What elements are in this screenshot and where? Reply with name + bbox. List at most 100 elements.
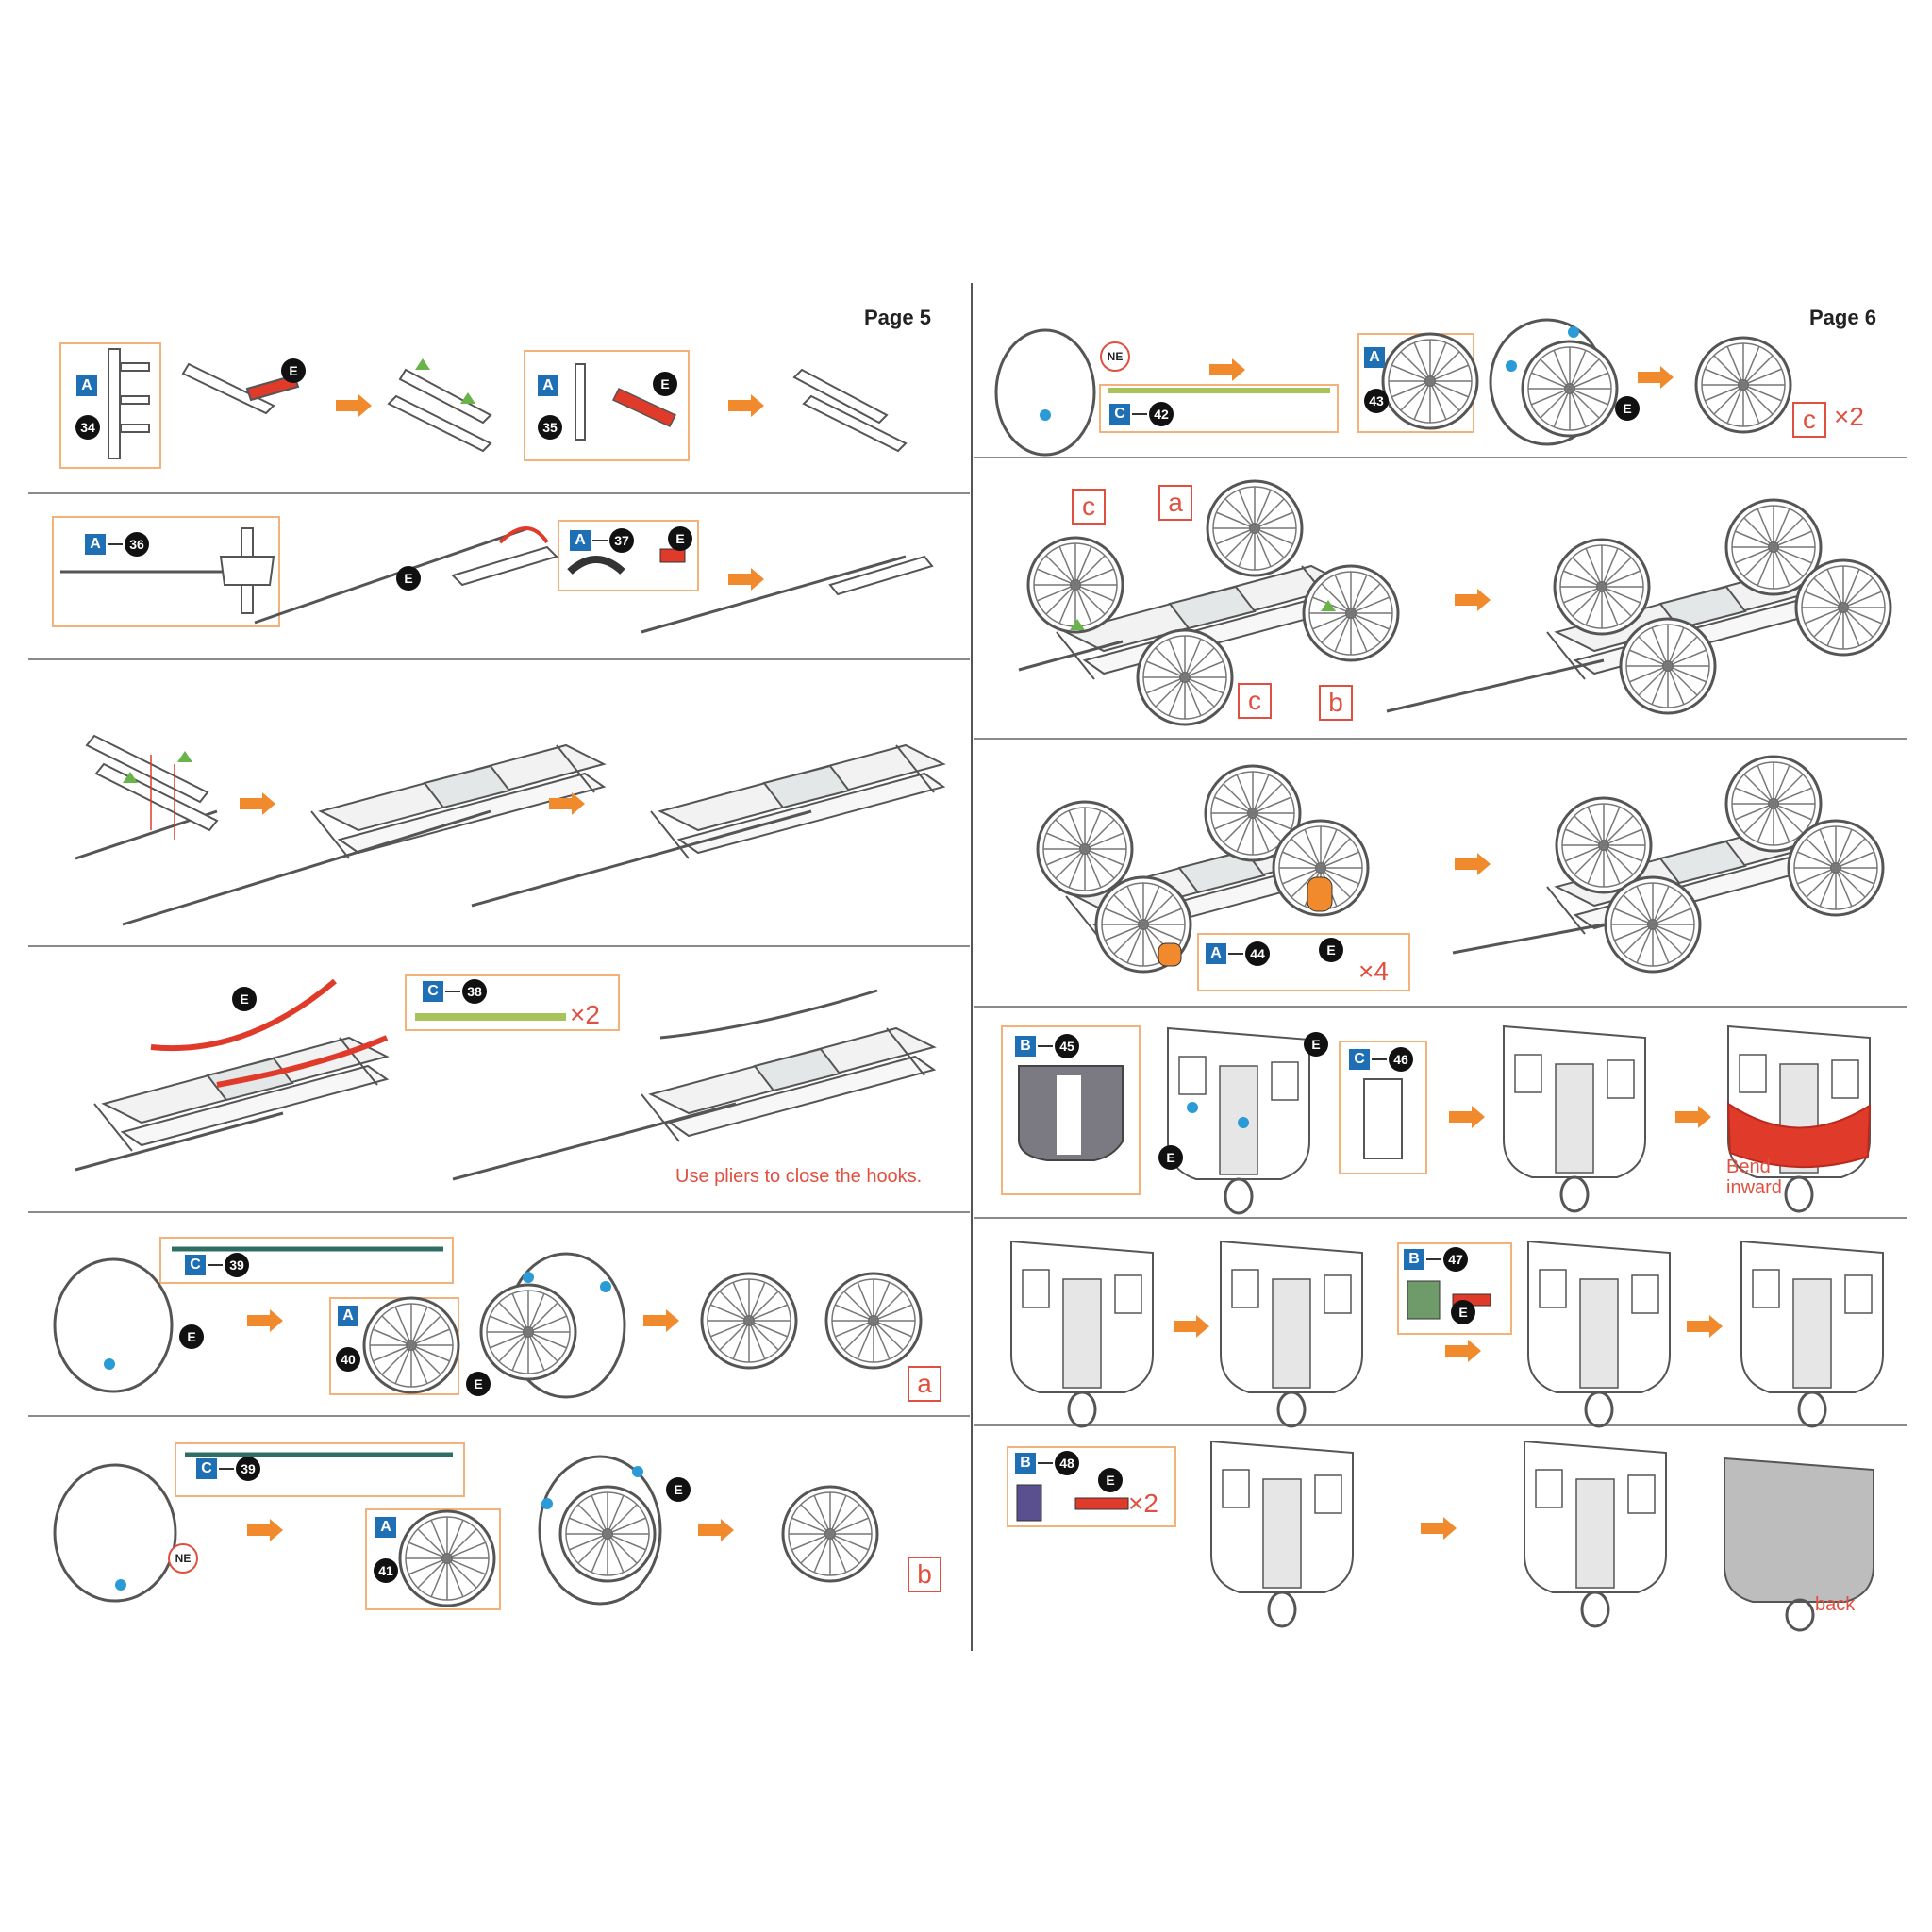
ne-badge: NE <box>1100 341 1130 372</box>
part-sheet-C-badge: C <box>1109 404 1130 425</box>
step-number-38: 38 <box>462 979 487 1004</box>
orange-arrow-icon <box>247 1309 283 1332</box>
label-dash <box>1038 1462 1053 1464</box>
part-sheet-A-badge: A <box>85 534 106 555</box>
step-number-45: 45 <box>1055 1034 1079 1058</box>
sheet-E-badge: E <box>668 526 692 551</box>
pliers-note: Use pliers to close the hooks. <box>675 1166 923 1187</box>
step-divider <box>28 1415 970 1417</box>
orange-arrow-icon <box>1449 1106 1485 1128</box>
step-number-36: 36 <box>125 532 149 557</box>
step-number-35: 35 <box>538 415 562 440</box>
orange-arrow-icon <box>1174 1315 1209 1338</box>
ne-badge: NE <box>168 1543 198 1574</box>
part-sheet-A-badge: A <box>338 1306 358 1326</box>
back-note: back <box>1815 1594 1856 1615</box>
sheet-E-badge: E <box>396 566 421 591</box>
wheel-tag-a: a <box>1158 485 1192 521</box>
step-number-44: 44 <box>1245 941 1270 966</box>
quantity-x2: ×2 <box>570 1000 600 1029</box>
sheet-E-badge: E <box>466 1372 491 1396</box>
orange-arrow-icon <box>1445 1340 1481 1362</box>
part-sheet-C-badge: C <box>196 1458 217 1479</box>
orange-arrow-icon <box>1638 366 1674 389</box>
label-dash <box>445 991 460 992</box>
part-sheet-A-badge: A <box>1206 943 1226 964</box>
sheet-E-badge: E <box>1098 1468 1123 1492</box>
part-sheet-A-badge: A <box>538 375 558 396</box>
orange-arrow-icon <box>1455 589 1491 611</box>
step-divider <box>974 1006 1907 1008</box>
label-dash <box>208 1264 223 1266</box>
page-label-5: Page 5 <box>864 306 931 329</box>
part-sheet-A-badge: A <box>570 530 591 551</box>
sheet-E-badge: E <box>1319 938 1343 962</box>
orange-arrow-icon <box>728 394 764 417</box>
label-dash <box>1228 953 1243 955</box>
orange-arrow-icon <box>1455 853 1491 875</box>
page-divider <box>971 283 973 1651</box>
step-divider <box>28 1211 970 1213</box>
quantity-x2: ×2 <box>1834 402 1864 431</box>
sheet-E-badge: E <box>179 1324 204 1349</box>
sheet-E-badge: E <box>1451 1300 1475 1324</box>
step-divider <box>974 1217 1907 1219</box>
wheel-tag-c: c <box>1238 683 1272 719</box>
orange-arrow-icon <box>247 1519 283 1541</box>
orange-arrow-icon <box>728 568 764 591</box>
step-number-43: 43 <box>1364 389 1389 413</box>
part-sheet-B-badge: B <box>1404 1249 1424 1270</box>
sheet-E-badge: E <box>281 358 306 383</box>
part-sheet-A-badge: A <box>76 375 97 396</box>
step-divider <box>28 945 970 947</box>
label-dash <box>1132 413 1147 415</box>
step-divider <box>974 1424 1907 1426</box>
page-label-6: Page 6 <box>1809 306 1876 329</box>
part-sheet-C-badge: C <box>1349 1049 1370 1070</box>
orange-arrow-icon <box>643 1309 679 1332</box>
step-number-48: 48 <box>1055 1451 1079 1475</box>
wheel-tag-b: b <box>908 1557 941 1592</box>
wheel-tag-a: a <box>908 1366 941 1402</box>
orange-arrow-icon <box>1687 1315 1723 1338</box>
step-divider <box>974 738 1907 740</box>
wheel-tag-c: c <box>1792 402 1826 438</box>
orange-arrow-icon <box>698 1519 734 1541</box>
part-sheet-B-badge: B <box>1015 1036 1036 1057</box>
sheet-E-badge: E <box>232 987 257 1011</box>
step-number-39-b: 39 <box>236 1457 260 1481</box>
step-number-41: 41 <box>374 1558 398 1583</box>
label-dash <box>108 543 123 545</box>
label-dash <box>1038 1045 1053 1047</box>
step-number-46: 46 <box>1389 1047 1413 1072</box>
step-number-40: 40 <box>336 1347 360 1372</box>
sheet-E-badge: E <box>1615 396 1640 421</box>
step-divider <box>28 658 970 660</box>
orange-arrow-icon <box>1421 1517 1457 1540</box>
sheet-E-badge: E <box>653 372 677 396</box>
part-sheet-B-badge: B <box>1015 1453 1036 1474</box>
step-number-37: 37 <box>609 528 634 553</box>
part-sheet-C-badge: C <box>423 981 443 1002</box>
bend-inward-note: Bend inward <box>1726 1157 1782 1198</box>
wheel-tag-b: b <box>1319 685 1353 721</box>
orange-arrow-icon <box>1209 358 1245 381</box>
label-dash <box>1372 1058 1387 1060</box>
orange-arrow-icon <box>336 394 372 417</box>
step-divider <box>28 492 970 494</box>
part-sheet-A-badge: A <box>375 1517 396 1538</box>
step-number-34: 34 <box>75 415 100 440</box>
orange-arrow-icon <box>549 792 585 815</box>
step-number-39: 39 <box>225 1253 249 1277</box>
step-divider <box>974 457 1907 458</box>
sheet-E-badge: E <box>666 1477 691 1502</box>
part-sheet-A-badge: A <box>1364 347 1385 368</box>
step-number-42: 42 <box>1149 402 1174 426</box>
label-dash <box>1426 1258 1441 1260</box>
sheet-E-badge: E <box>1158 1145 1183 1170</box>
orange-arrow-icon <box>1675 1106 1711 1128</box>
wheel-tag-c: c <box>1072 489 1106 525</box>
orange-arrow-icon <box>240 792 275 815</box>
